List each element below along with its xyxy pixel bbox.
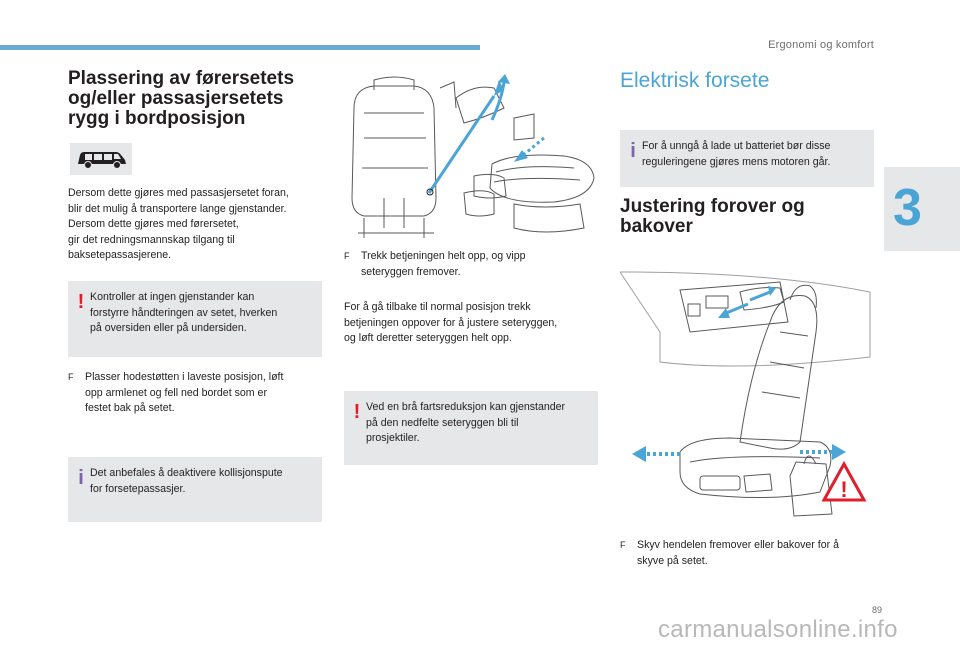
left-step-bullet: F Plasser hodestøtten i laveste posisjon… [68,371,284,414]
top-accent-bar [0,45,480,50]
car-icon [70,143,132,175]
warning-icon: ! [77,291,85,313]
left-warning-box: ! Kontroller at ingen gjenstander kan fo… [68,281,322,357]
bullet-icon: F [68,372,74,382]
info-icon: i [630,140,636,162]
page-number: 89 [872,605,883,615]
middle-paragraph: For å gå tilbake til normal posisjon tre… [344,301,558,344]
warning-triangle-icon: ! [840,477,847,502]
right-step-bullet: F Skyv hendelen fremover eller bakover f… [620,539,839,567]
middle-warning-box: ! Ved en brå fartsreduksjon kan gjenstan… [344,391,598,465]
bullet-icon: F [620,540,626,550]
right-heading: Elektrisk forsete [620,69,770,92]
right-info-box: i For å unngå å lade ut batteriet bør di… [620,130,874,187]
right-subheading: Justering forover og bakover [620,196,805,237]
middle-step-bullet: F Trekk betjeningen helt opp, og vipp se… [344,250,526,278]
section-title: Ergonomi og komfort [768,39,874,51]
seat-fold-illustration [351,74,595,238]
chapter-tab [884,167,960,251]
info-icon: i [78,467,84,489]
left-heading: Plassering av førersetets og/eller passa… [68,68,295,129]
watermark: carmanualsonline.info [658,616,898,643]
warning-icon: ! [353,401,361,423]
left-intro-paragraph: Dersom dette gjøres med passasjersetet f… [68,187,289,261]
left-info-box: i Det anbefales å deaktivere kollisjonsp… [68,457,322,522]
electric-seat-illustration: ! [620,271,871,517]
bullet-icon: F [344,251,350,261]
chapter-number: 3 [893,179,922,237]
